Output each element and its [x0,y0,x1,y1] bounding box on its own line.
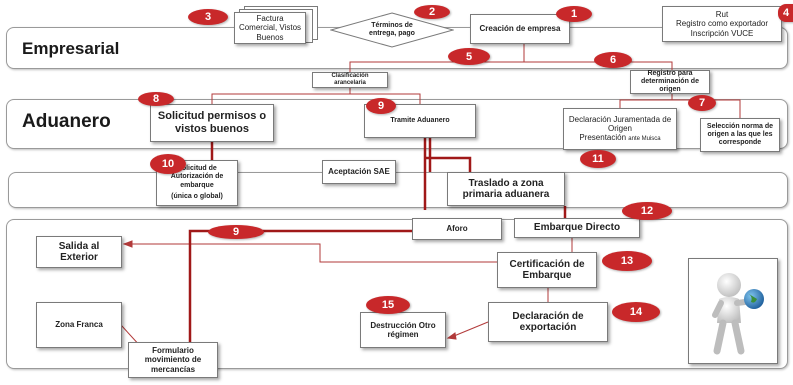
connector-registro-declaracion [619,94,673,108]
step-badge-1: 1 [556,6,592,22]
step-badge-15: 15 [366,296,410,314]
step-badge-10: 10 [150,154,186,174]
destruccion-box: Destrucción Otro régimen [360,312,446,348]
connector-salida [130,243,498,263]
figure-frame [688,258,778,364]
presentacion-line: Presentación ante Muisca [579,133,660,143]
arrow-salida [122,240,133,248]
declaracion-origen-box: Declaración Juramentada de Origen Presen… [563,108,677,150]
step-badge-7: 7 [688,95,716,111]
aforo-box: Aforo [412,218,502,240]
lane-aduanero-title: Aduanero [22,111,111,132]
terminos-diamond [330,12,454,48]
rut-text: Rut Registro como exportador Inscripción… [675,10,769,38]
step-badge-6: 6 [594,52,632,68]
rut-box: Rut Registro como exportador Inscripción… [662,6,782,42]
connector-aforo-formulario [188,229,412,342]
step-badge-11: 11 [580,150,616,168]
solicitud-permisos-box: Solicitud permisos o vistos buenos [150,104,274,142]
person-with-globe-icon [712,273,764,355]
certificacion-box: Certificación de Embarque [497,252,597,288]
registro-origen-box: Registro para determinación de origen [630,70,710,94]
presentacion-small-text: ante Muisca [628,136,661,143]
arrow-destruccion [446,332,457,340]
salida-box: Salida al Exterior [36,236,122,268]
creacion-box: Creación de empresa [470,14,570,44]
connector-destruccion [453,321,489,337]
step-badge-5: 5 [448,48,490,65]
solicitud-autorizacion-text: Solicitud de Autorización de embarque [170,165,224,189]
embarque-directo-box: Embarque Directo [514,218,640,238]
step-badge-8: 8 [138,92,174,106]
clasificacion-box: Clasificación arancelaria [312,72,388,88]
step-badge-3: 3 [188,9,228,25]
connector-creacion-clasificacion [349,44,525,72]
step-badge-13: 13 [602,251,652,271]
connector-clasificacion-solicitud [211,87,351,104]
connector-creacion-registro [524,61,673,70]
step-badge-2: 2 [414,5,450,19]
zona-franca-box: Zona Franca [36,302,122,348]
step-badge-14: 14 [612,302,660,322]
declaracion-origen-text: Declaración Juramentada de Origen [568,114,672,134]
declaracion-exportacion-box: Declaración de exportación [488,302,608,342]
solicitud-autorizacion-note: (única o global) [171,192,223,200]
connector-clasificacion-tramite [350,93,421,104]
connector-tramite-traslado [425,156,472,176]
formulario-box: Formulario movimiento de mercancías [128,342,218,378]
presentacion-text: Presentación [579,133,627,143]
step-badge-12: 12 [622,202,672,220]
step-badge-9-exit: 9 [208,225,264,239]
step-badge-4: 4 [778,4,793,22]
lane-empresarial-title: Empresarial [22,39,120,58]
terminos-label: Términos de entrega, pago [369,21,415,37]
aceptacion-box: Aceptación SAE [322,160,396,184]
factura-box: Factura Comercial, Vistos Buenos [234,12,306,44]
traslado-box: Traslado a zona primaria aduanera [447,172,565,206]
step-badge-9: 9 [366,98,396,114]
seleccion-norma-box: Selección norma de origen a las que les … [700,118,780,152]
